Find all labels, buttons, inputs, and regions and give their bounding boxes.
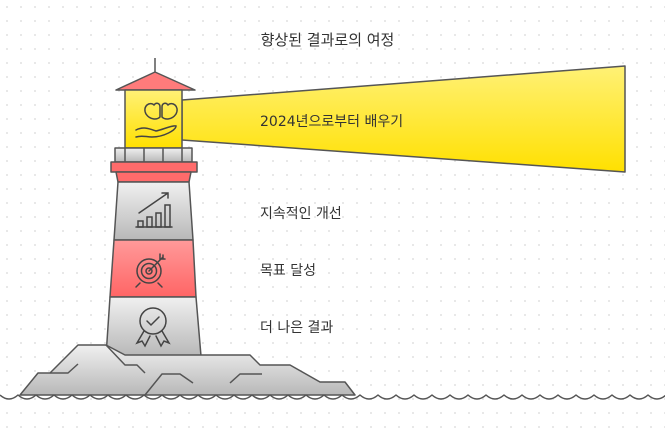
brain-hand-icon bbox=[135, 102, 178, 138]
sea-waves bbox=[0, 394, 665, 400]
growth-chart-icon bbox=[135, 192, 173, 228]
level-label-improvement: 지속적인 개선 bbox=[260, 206, 342, 222]
section-improvement bbox=[113, 181, 194, 241]
light-beam bbox=[181, 65, 626, 173]
target-icon bbox=[135, 253, 166, 288]
section-goal bbox=[109, 239, 197, 298]
level-label-learning: 2024년으로부터 배우기 bbox=[260, 114, 404, 130]
level-label-goal: 목표 달성 bbox=[260, 263, 316, 279]
diagram-title: 향상된 결과로의 여정 bbox=[260, 31, 395, 49]
gallery-railing bbox=[114, 147, 193, 163]
section-result bbox=[105, 296, 202, 357]
award-badge-icon bbox=[135, 307, 171, 348]
roof bbox=[115, 71, 196, 91]
level-label-result: 더 나은 결과 bbox=[260, 320, 334, 336]
